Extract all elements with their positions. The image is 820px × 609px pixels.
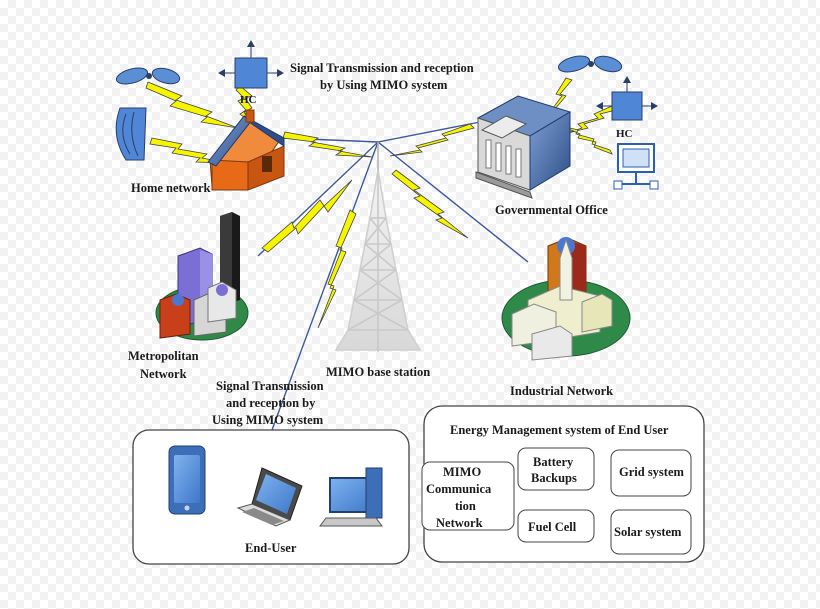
- solar-system-box: [610, 509, 692, 555]
- grid-system-label: Grid system: [619, 465, 685, 479]
- signal-top-line1: Signal Transmission and reception: [290, 61, 474, 75]
- industrial-buildings-icon: [501, 237, 631, 361]
- gov-hc-label: HC: [616, 128, 633, 140]
- gov-antenna-icon: [557, 55, 623, 73]
- metropolitan-buildings-icon: [155, 212, 249, 341]
- signal-top-line2: by Using MIMO system: [320, 78, 448, 92]
- solar-system-label: Solar system: [614, 525, 682, 539]
- grid-system-box: [610, 449, 692, 497]
- fuel-cell-box: [517, 509, 595, 543]
- link-industrial: [377, 141, 529, 263]
- home-hc-label: HC: [240, 94, 257, 106]
- battery-box-line2: Backups: [531, 471, 577, 485]
- governmental-office-label: Governmental Office: [495, 203, 608, 217]
- mimo-base-station-label: MIMO base station: [326, 365, 430, 379]
- lightning-gov-pc: [561, 125, 613, 155]
- connection-lines: [257, 121, 529, 431]
- battery-box-line1: Battery: [533, 455, 574, 469]
- mimo-box-line2: Communica: [426, 482, 492, 496]
- metropolitan-network-label-line1: Metropolitan: [128, 349, 199, 363]
- industrial-network-label: Industrial Network: [510, 384, 613, 398]
- signal-mid-line2: and reception by: [226, 396, 316, 410]
- laptop-icon: [236, 467, 303, 527]
- energy-management-title: Energy Management system of End User: [450, 423, 669, 437]
- mimo-network-box: [421, 461, 515, 531]
- mimo-tower: [334, 142, 422, 352]
- link-gov: [377, 121, 481, 143]
- metropolitan-network-label-line2: Network: [140, 367, 187, 381]
- lightning-industrial-tower: [391, 169, 469, 239]
- mimo-box-line3: tion: [455, 499, 476, 513]
- home-antenna-icon: [115, 67, 181, 85]
- home-network-label: Home network: [131, 181, 211, 195]
- signal-mid-line1: Signal Transmission: [216, 379, 324, 393]
- lightning-gov-tower: [389, 123, 475, 157]
- mimo-box-line1: MIMO: [443, 465, 481, 479]
- gov-building-icon: [475, 95, 572, 199]
- home-house-icon: [207, 109, 285, 191]
- end-user-label: End-User: [245, 541, 297, 555]
- desktop-computer-icon: [319, 467, 383, 527]
- lightning-bolts: [145, 77, 617, 329]
- gov-hc-icon: HC: [596, 76, 658, 140]
- signal-mid-line3: Using MIMO system: [212, 413, 324, 427]
- lightning-home-antenna: [145, 81, 239, 129]
- lightning-enduser-tower: [317, 209, 357, 329]
- gov-computer-icon: [613, 143, 659, 190]
- lightning-metro-tower: [261, 179, 353, 253]
- lightning-home-tower: [282, 131, 373, 158]
- link-enduser: [271, 141, 379, 431]
- home-hc-icon: HC: [218, 40, 284, 106]
- battery-backups-box: [517, 447, 595, 491]
- smartphone-icon: [168, 445, 206, 515]
- fuel-cell-label: Fuel Cell: [528, 520, 577, 534]
- mimo-box-line4: Network: [436, 516, 483, 530]
- home-dish-icon: [115, 107, 147, 161]
